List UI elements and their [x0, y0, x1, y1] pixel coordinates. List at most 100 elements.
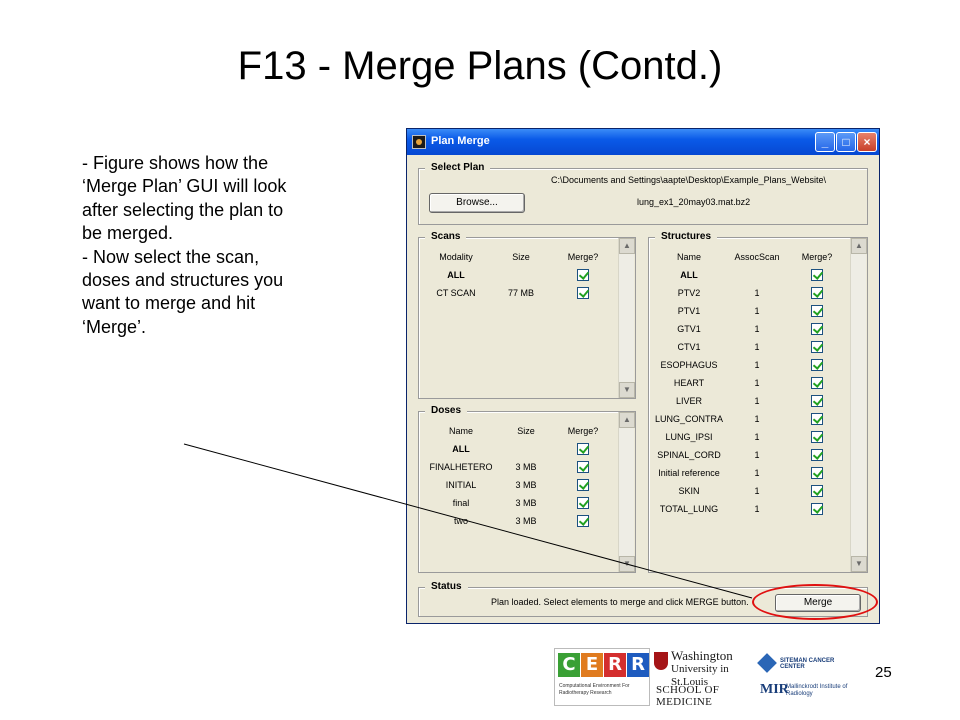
page-number: 25: [875, 664, 892, 681]
scroll-up-icon[interactable]: ▲: [619, 412, 635, 428]
merge-checkbox[interactable]: [811, 467, 823, 479]
close-button[interactable]: ×: [857, 132, 877, 152]
structure-assoc: 1: [754, 324, 760, 334]
table-row: CT SCAN 77 MB: [421, 284, 615, 302]
merge-checkbox[interactable]: [577, 497, 589, 509]
scroll-down-icon[interactable]: ▼: [619, 382, 635, 398]
merge-checkbox[interactable]: [577, 287, 589, 299]
siteman-icon: [757, 653, 777, 673]
dose-name: INITIAL: [445, 480, 477, 490]
select-plan-label: Select Plan: [425, 162, 491, 173]
dose-size: 3 MB: [515, 480, 537, 490]
merge-checkbox[interactable]: [811, 377, 823, 389]
structure-name: ESOPHAGUS: [660, 360, 718, 370]
merge-checkbox[interactable]: [811, 269, 823, 281]
column-header: Size: [512, 252, 530, 262]
scroll-up-icon[interactable]: ▲: [619, 238, 635, 254]
merge-checkbox[interactable]: [811, 413, 823, 425]
dose-name: ALL: [452, 444, 470, 454]
scans-group: Scans Modality Size Merge? ALL CT SCAN 7…: [418, 231, 636, 399]
structure-name: LUNG_CONTRA: [654, 414, 723, 424]
merge-checkbox[interactable]: [811, 431, 823, 443]
merge-checkbox[interactable]: [577, 461, 589, 473]
merge-checkbox[interactable]: [811, 341, 823, 353]
scan-name: ALL: [447, 270, 465, 280]
dose-size: 3 MB: [515, 498, 537, 508]
table-row: CTV1 1: [651, 338, 847, 356]
structure-name: TOTAL_LUNG: [659, 504, 719, 514]
merge-highlight-ellipse: [752, 584, 878, 620]
washu-logo: Washington University in St.Louis SCHOOL…: [654, 648, 758, 708]
column-header: Modality: [439, 252, 473, 262]
table-row: INITIAL 3 MB: [421, 476, 615, 494]
structure-assoc: 1: [754, 342, 760, 352]
siteman-text: SITEMAN CANCER CENTER: [780, 658, 835, 670]
table-row: PTV1 1: [651, 302, 847, 320]
washu-school: SCHOOL OF MEDICINE: [656, 684, 720, 708]
status-label: Status: [425, 581, 468, 592]
structure-name: LIVER: [675, 396, 702, 406]
structure-name: LUNG_IPSI: [665, 432, 713, 442]
mir-text: Mallinckrodt Institute of Radiology: [786, 684, 848, 697]
merge-checkbox[interactable]: [811, 323, 823, 335]
column-header: AssocScan: [734, 252, 780, 262]
merge-checkbox[interactable]: [811, 449, 823, 461]
structure-name: HEART: [673, 378, 705, 388]
merge-checkbox[interactable]: [577, 443, 589, 455]
merge-checkbox[interactable]: [577, 515, 589, 527]
doses-group: Doses Name Size Merge? ALL FINALHETERO 3…: [418, 405, 636, 573]
app-icon: [412, 135, 426, 149]
merge-checkbox[interactable]: [577, 269, 589, 281]
structure-assoc: 1: [754, 288, 760, 298]
merge-checkbox[interactable]: [811, 485, 823, 497]
merge-checkbox[interactable]: [811, 503, 823, 515]
mir-logo: MIR Mallinckrodt Institute of Radiology: [760, 682, 856, 702]
table-row: LUNG_CONTRA 1: [651, 410, 847, 428]
bullet-1: - Figure shows how the ‘Merge Plan’ GUI …: [82, 153, 287, 244]
merge-checkbox[interactable]: [577, 479, 589, 491]
column-header: Merge?: [801, 252, 833, 262]
merge-checkbox[interactable]: [811, 395, 823, 407]
window-titlebar[interactable]: Plan Merge _ □ ×: [407, 129, 879, 155]
scans-scrollbar[interactable]: ▲ ▼: [618, 238, 635, 398]
structure-assoc: 1: [754, 414, 760, 424]
structure-name: PTV1: [677, 306, 701, 316]
plan-merge-window: Plan Merge _ □ × Select Plan C:\Document…: [406, 128, 880, 624]
structure-assoc: 1: [754, 468, 760, 478]
structures-group: Structures Name AssocScan Merge? ALL PTV…: [648, 231, 868, 573]
doses-label: Doses: [425, 405, 468, 416]
scroll-up-icon[interactable]: ▲: [851, 238, 867, 254]
structure-name: GTV1: [677, 324, 701, 334]
structure-name: PTV2: [677, 288, 701, 298]
table-row: ALL: [651, 266, 847, 284]
merge-checkbox[interactable]: [811, 305, 823, 317]
dose-name: two: [453, 516, 468, 526]
structures-scrollbar[interactable]: ▲ ▼: [850, 238, 867, 572]
dose-size: 3 MB: [515, 516, 537, 526]
merge-checkbox[interactable]: [811, 359, 823, 371]
browse-button[interactable]: Browse...: [429, 193, 525, 213]
table-row: two 3 MB: [421, 512, 615, 530]
structures-header-row: Name AssocScan Merge?: [651, 248, 847, 266]
column-header: Merge?: [567, 252, 599, 262]
slide-title: F13 - Merge Plans (Contd.): [237, 44, 723, 88]
structure-name: SPINAL_CORD: [657, 450, 721, 460]
scans-table: Modality Size Merge? ALL CT SCAN 77 MB: [421, 248, 615, 302]
scroll-down-icon[interactable]: ▼: [851, 556, 867, 572]
column-header: Name: [676, 252, 701, 262]
merge-checkbox[interactable]: [811, 287, 823, 299]
doses-scrollbar[interactable]: ▲ ▼: [618, 412, 635, 572]
minimize-button[interactable]: _: [815, 132, 835, 152]
maximize-button[interactable]: □: [836, 132, 856, 152]
structure-name: CTV1: [677, 342, 701, 352]
cerr-logo: C E R R Computational Environment For Ra…: [554, 648, 650, 706]
table-row: ALL: [421, 266, 615, 284]
structure-name: ALL: [680, 270, 698, 280]
structure-assoc: 1: [754, 306, 760, 316]
table-row: FINALHETERO 3 MB: [421, 458, 615, 476]
